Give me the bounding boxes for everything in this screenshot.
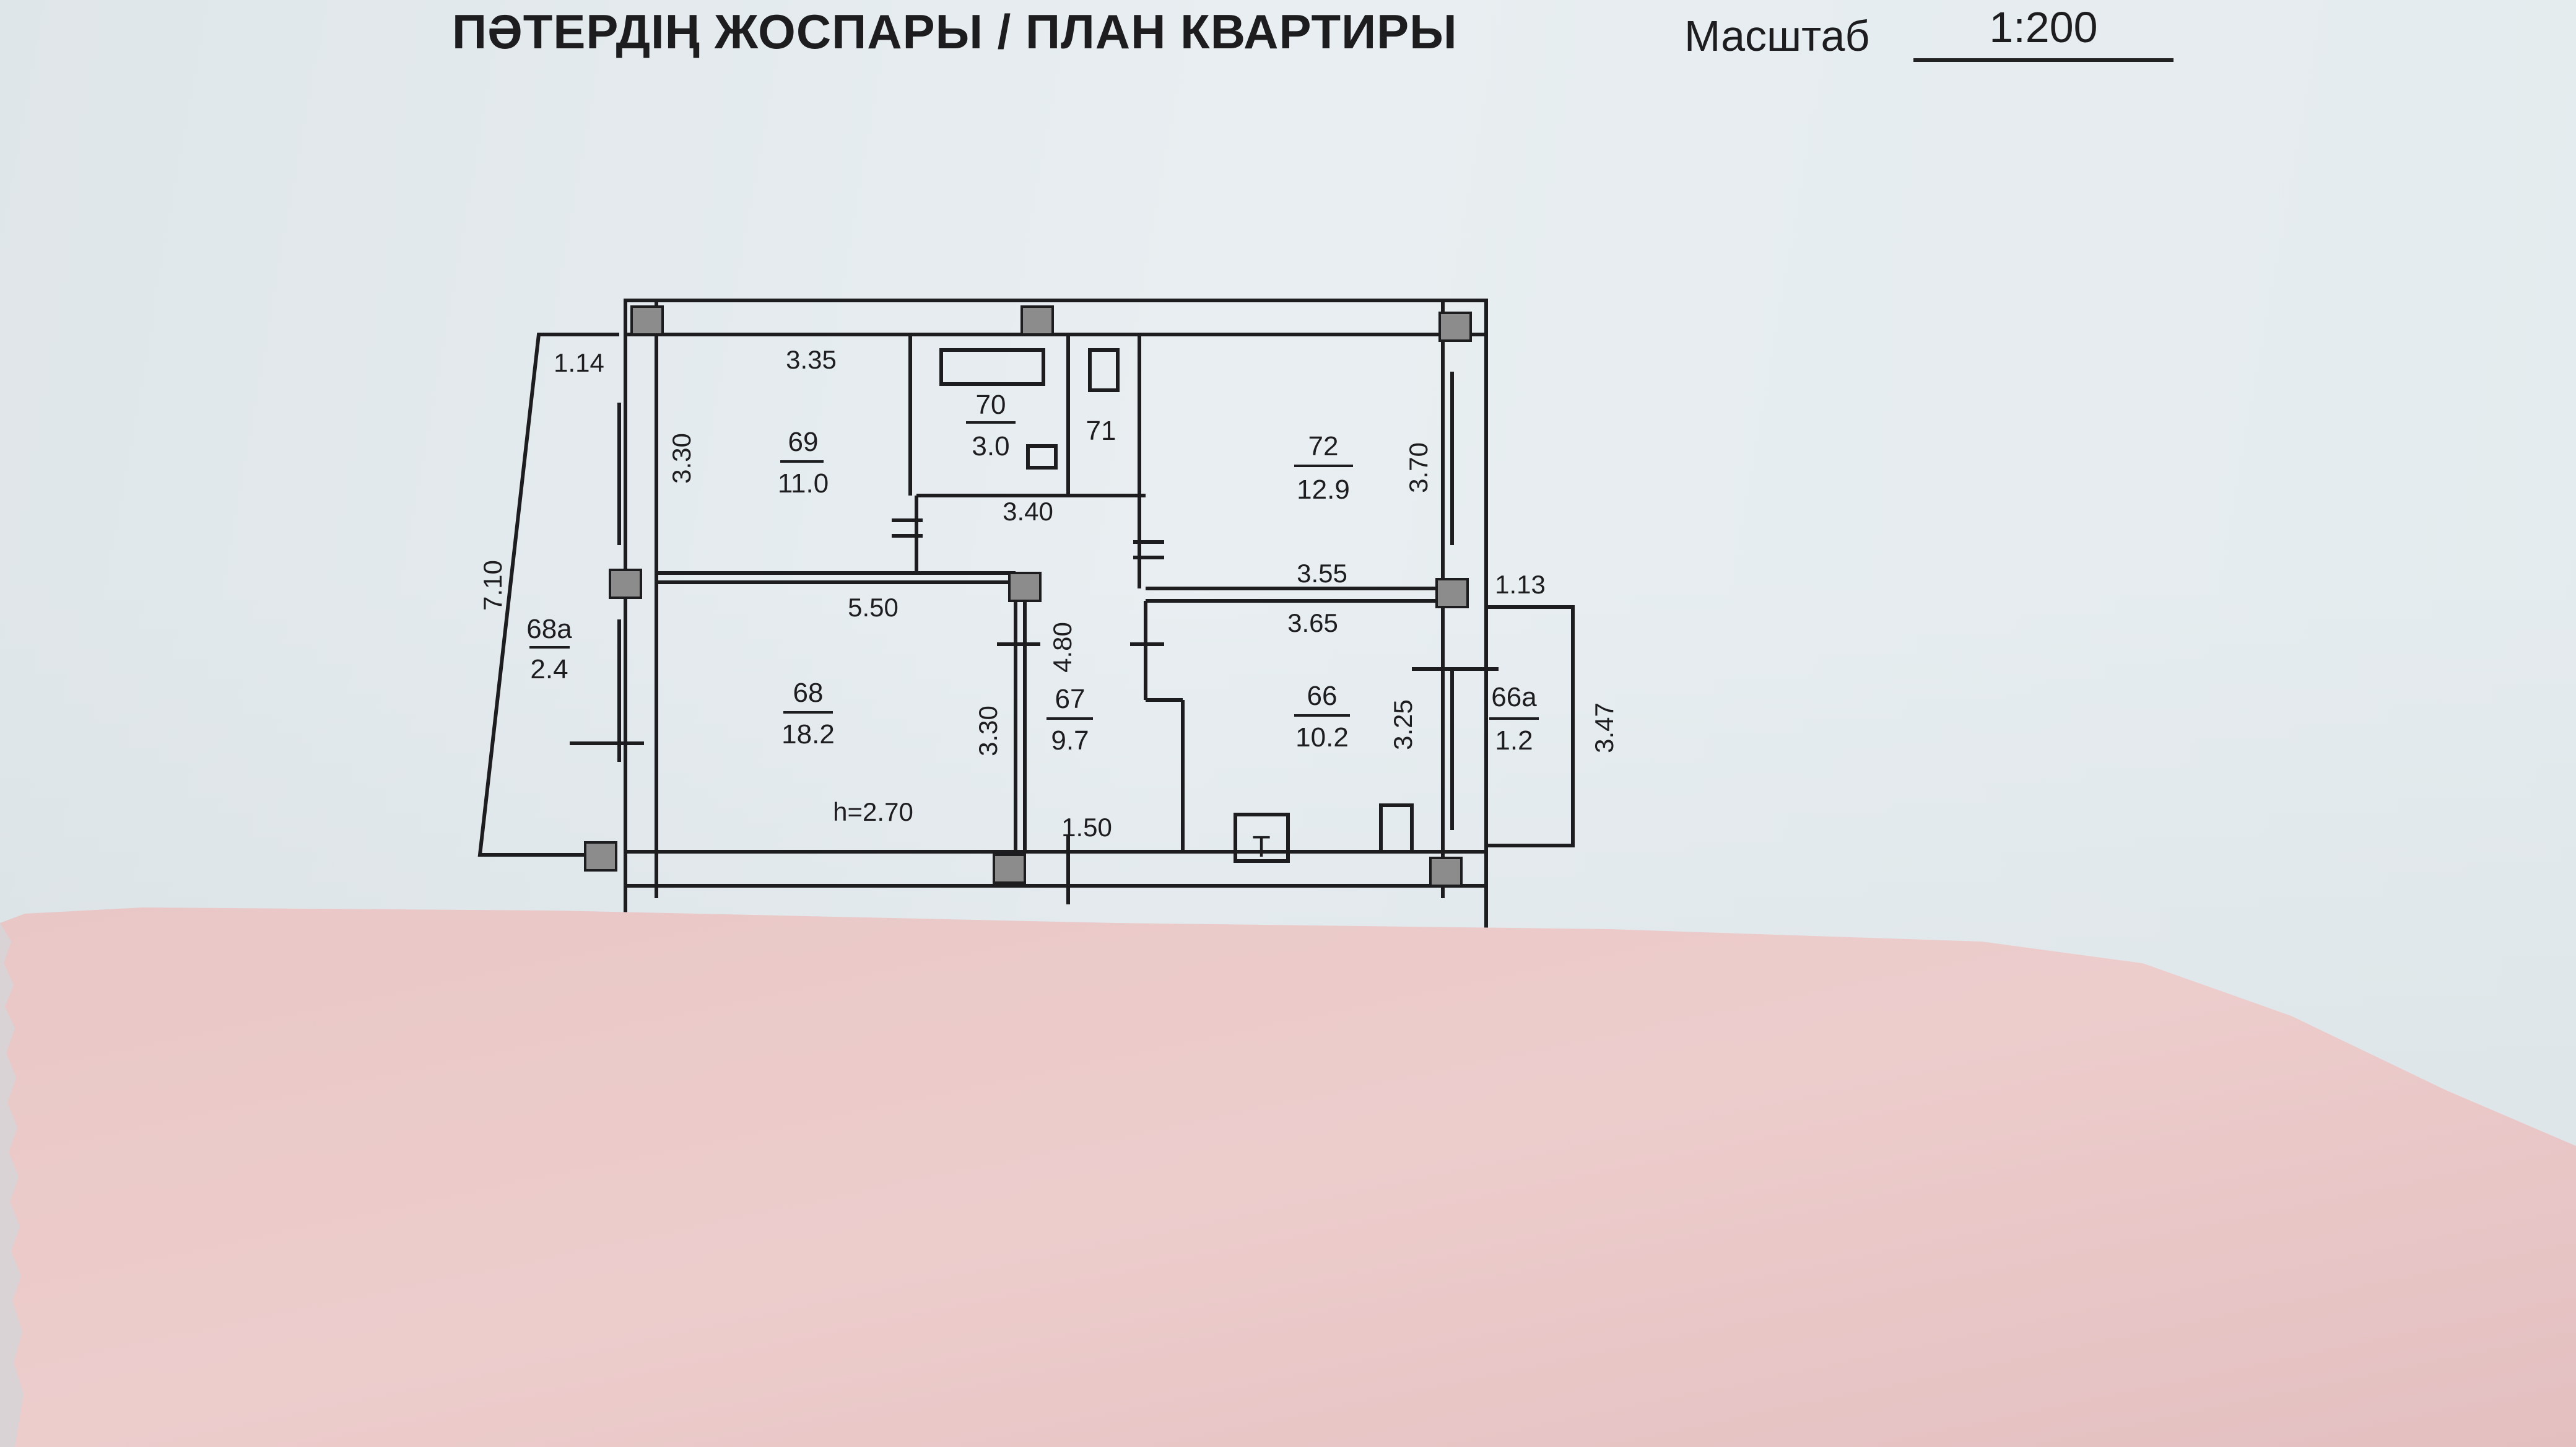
- scale-label: Масштаб: [1684, 12, 1870, 60]
- balcony-68a: [477, 333, 619, 857]
- room-67-number: 67: [1055, 684, 1086, 714]
- room-66-number: 66: [1307, 681, 1338, 711]
- column: [1020, 305, 1054, 336]
- room-69-number: 69: [788, 427, 819, 457]
- toilet-icon: [1088, 348, 1120, 392]
- dim-5-50: 5.50: [848, 593, 899, 622]
- bathtub-icon: [939, 348, 1045, 386]
- room-labels: 69 11.0 70 3.0 71 72 12.9 68 18.2 68а 2.…: [526, 390, 1537, 756]
- column: [1438, 312, 1472, 342]
- dim-3-25: 3.25: [1388, 699, 1417, 750]
- ceiling-height: h=2.70: [833, 797, 913, 826]
- dim-3-30-bottom: 3.30: [973, 706, 1003, 756]
- room-69-area: 11.0: [778, 468, 829, 499]
- dim-1-14: 1.14: [554, 348, 604, 377]
- dim-4-80: 4.80: [1048, 622, 1077, 673]
- column: [1008, 572, 1042, 602]
- kitchen-sink-icon: [1379, 803, 1414, 854]
- dim-1-50: 1.50: [1061, 813, 1112, 842]
- balcony-66a: [1486, 605, 1575, 847]
- scale-value: 1:200: [1913, 2, 2174, 62]
- columns: [584, 305, 1472, 887]
- room-68a-number: 68а: [526, 614, 572, 644]
- room-68-number: 68: [793, 678, 824, 708]
- dim-3-55: 3.55: [1297, 559, 1347, 588]
- room-66a-area: 1.2: [1495, 725, 1533, 756]
- dim-7-10: 7.10: [478, 560, 507, 611]
- sink-icon: [1026, 444, 1058, 470]
- dimension-labels: 1.14 3.35 3.40 3.55 1.13 3.65 5.50 1.50 …: [478, 345, 1619, 863]
- room-70-area: 3.0: [972, 431, 1009, 461]
- column: [630, 305, 664, 336]
- dim-3-30-top: 3.30: [667, 433, 696, 484]
- dim-1-13: 1.13: [1495, 570, 1546, 599]
- room-71-number: 71: [1086, 416, 1116, 446]
- column: [584, 841, 617, 872]
- dim-3-70: 3.70: [1404, 442, 1433, 493]
- room-72-area: 12.9: [1297, 474, 1350, 505]
- stove-symbol: Т: [1252, 831, 1270, 863]
- room-68a-area: 2.4: [530, 654, 568, 684]
- column: [1429, 857, 1463, 887]
- room-72-number: 72: [1308, 431, 1339, 461]
- dim-3-40: 3.40: [1003, 497, 1053, 526]
- room-67-area: 9.7: [1051, 725, 1089, 756]
- room-66-area: 10.2: [1295, 722, 1349, 753]
- column: [1435, 578, 1469, 608]
- cloth-fabric: [0, 907, 2576, 1447]
- page-title: ПӘТЕРДІҢ ЖОСПАРЫ / ПЛАН КВАРТИРЫ: [452, 4, 1458, 59]
- column: [993, 854, 1026, 884]
- cloth-pinked-edge: [0, 923, 24, 1447]
- stove-icon: [1234, 813, 1290, 863]
- room-66a-number: 66а: [1491, 682, 1537, 712]
- dim-3-35: 3.35: [786, 345, 837, 374]
- room-68-area: 18.2: [781, 719, 835, 750]
- fraction-lines: [529, 421, 1539, 720]
- room-70-number: 70: [976, 390, 1006, 420]
- dim-3-47: 3.47: [1590, 702, 1619, 753]
- dim-3-65: 3.65: [1287, 608, 1338, 637]
- column: [609, 569, 642, 599]
